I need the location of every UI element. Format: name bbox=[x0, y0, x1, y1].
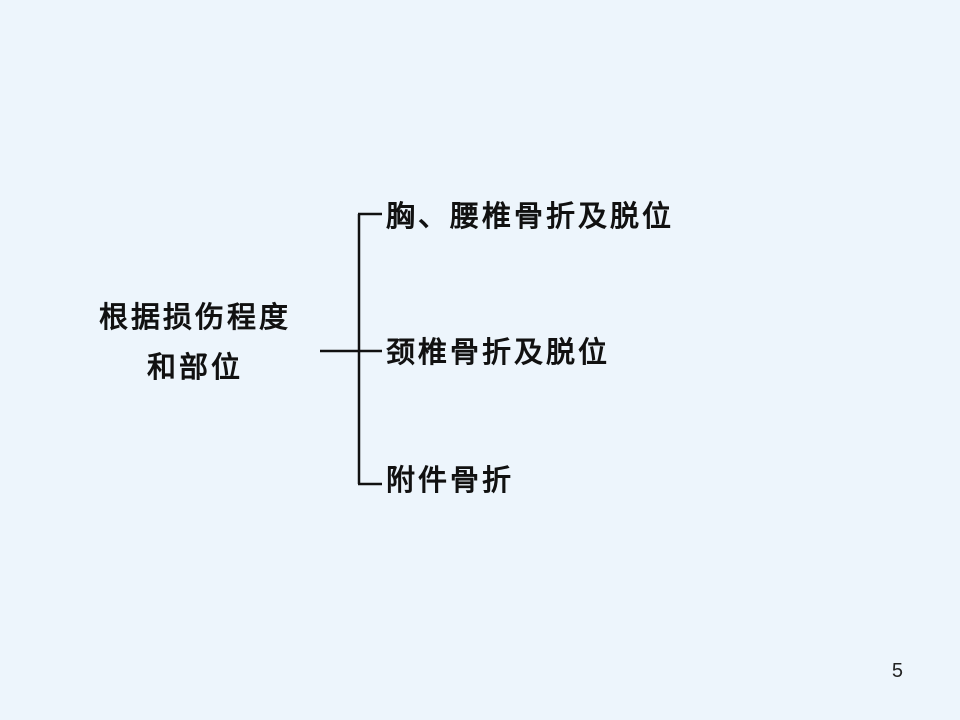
branch-label-cervical: 颈椎骨折及脱位 bbox=[386, 335, 611, 369]
root-label: 根据损伤程度 和部位 bbox=[50, 292, 340, 392]
branch-label-appendage: 附件骨折 bbox=[386, 463, 515, 497]
root-label-line-2: 和部位 bbox=[146, 350, 243, 384]
page-number: 5 bbox=[891, 660, 903, 682]
branch-label-thoracolumbar: 胸、腰椎骨折及脱位 bbox=[386, 199, 675, 233]
root-label-line-1: 根据损伤程度 bbox=[98, 300, 291, 334]
